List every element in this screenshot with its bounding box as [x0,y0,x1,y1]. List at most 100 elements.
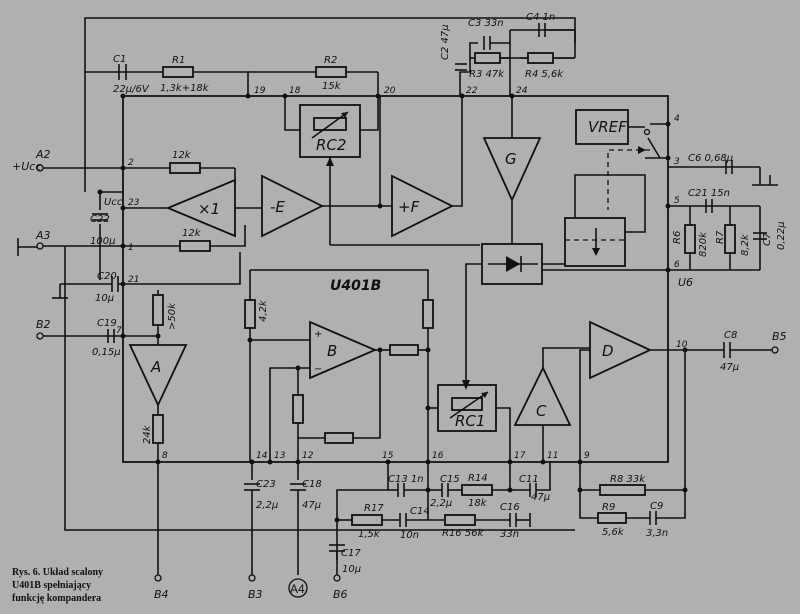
pin-number: 9 [584,451,590,461]
caption-line-3: funkcję kompandera [12,593,101,604]
capacitor-c16 [509,513,517,527]
c22-value: 100µ [90,236,115,247]
amp-c-label: C [536,402,547,420]
r8-label: R8 33k [610,474,646,485]
r12k-top-label: 12k [172,150,192,161]
amp-a [128,344,188,408]
capacitor-c14 [399,513,407,527]
pin-number: 13 [274,451,286,461]
resistor-r16 [444,514,476,526]
a3-terminal-label: A3 [35,229,51,242]
resistor-4k2 [244,299,256,329]
amp-b-label: B [327,342,337,360]
pin-number: 10 [676,340,688,350]
b2-terminal-label: B2 [36,318,51,331]
c19-value: 0,15µ [92,347,121,358]
r7-label: R7 [715,230,726,244]
c16-value: 33n [500,529,519,540]
u6-label: U6 [678,276,693,289]
c7-value: 0,22µ [776,221,787,250]
resistor-r1 [162,66,194,78]
pin-number: 18 [289,86,301,96]
amp-f-label: +F [398,198,420,216]
r1-label: R1 [172,55,185,66]
amp-d [589,320,653,380]
pin-number: 2 [128,158,134,168]
pin-number: 22 [466,86,478,96]
c6-label: C6 0,68µ [688,153,733,164]
pin-number: 15 [382,451,394,461]
capacitor-c15 [441,483,449,497]
r3-label: R3 47k [469,69,505,80]
chip-name: U401B [330,278,381,294]
resistor-50k [152,294,164,326]
pin-number: 21 [128,275,139,285]
pin-number: 8 [162,451,168,461]
c18-value: 47µ [302,500,321,511]
rc2-label: RC2 [316,136,346,154]
pin-number: 20 [384,86,396,96]
vref-label: VREF [588,118,627,136]
c17-label: C17 [341,548,361,559]
c14-value: 10n [400,530,419,541]
r16-label: R16 56k [442,528,485,539]
resistor-r14 [461,484,493,496]
resistor-r7 [724,224,736,254]
r12k-mid-label: 12k [182,228,202,239]
r17-value: 1,5k [358,529,381,540]
c13-label: C13 1n [388,474,424,485]
capacitor-c3 [483,36,491,50]
b5-terminal-label: B5 [772,330,787,343]
pin-number: 6 [674,260,680,270]
c21-label: C21 15n [688,188,730,199]
ucc-pin-label: Ucc [104,197,123,208]
pin-number: 16 [432,451,444,461]
figure-caption: Rys. 6. Układ scalony U401B spełniający … [12,567,103,604]
pin-number: 14 [256,451,268,461]
amp-e [261,174,325,238]
pin-number: 24 [516,86,528,96]
junction-dots [97,93,688,523]
c20-value: 10µ [95,293,114,304]
capacitor-c6 [725,160,733,174]
r6-label: R6 [672,231,683,244]
r7-value: 8,2k [740,233,751,256]
r1-value: 1,3k+18k [160,83,210,94]
r24k-label: 24k [142,424,153,444]
c1-label: C1 [113,54,126,65]
capacitor-c2 [455,63,467,71]
c22-label: C22 [90,214,110,225]
r14-value: 18k [468,498,488,509]
c18-label: C18 [302,479,322,490]
c16-label: C16 [500,502,520,513]
pin-number: 23 [128,198,140,208]
amp-e-label: -E [270,198,285,216]
resistor-r2 [315,66,347,78]
resistor-r9 [597,512,627,524]
c1-value: 22µ/6V [113,84,150,95]
chip-outline [122,95,669,463]
c7-label: C7 [762,232,773,246]
pin-number: 7 [116,326,122,336]
c17-value: 10µ [342,564,361,575]
pin-number: 17 [514,451,526,461]
caption-line-1: Rys. 6. Układ scalony [12,567,103,578]
pin-number: 3 [674,157,680,167]
amp-b [309,320,378,380]
capacitor-c21 [705,199,713,213]
capacitor-c13 [397,483,405,497]
b6-terminal-label: B6 [333,588,348,601]
amp-g-label: G [505,150,517,168]
detector-block [564,217,626,267]
amp-g [482,137,542,203]
capacitor-c8 [723,342,731,358]
c14-label: C14 [410,506,430,517]
a4-watermark: A4 [290,582,305,596]
pin-number: 5 [674,196,680,206]
c8-value: 47µ [720,362,739,373]
r9-label: R9 [602,502,615,513]
resistor-r8 [599,484,646,496]
b3-terminal-label: B3 [248,588,263,601]
